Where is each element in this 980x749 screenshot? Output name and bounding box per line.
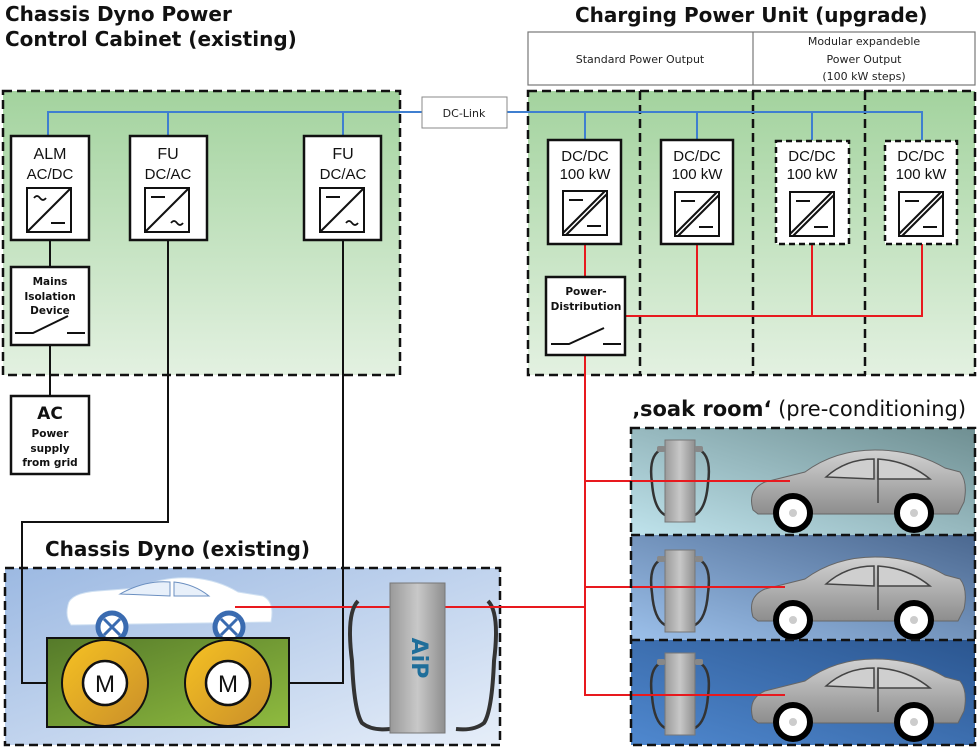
charging-unit-title: Charging Power Unit (upgrade)	[575, 3, 927, 27]
mains-line1: Mains	[33, 276, 68, 288]
converter-type: DC/DC	[673, 148, 721, 165]
converter-type: DC/DC	[897, 148, 945, 165]
modular-output-line3: (100 kW steps)	[822, 70, 905, 83]
dyno-charger: AiP	[348, 582, 498, 734]
cabinet-title-line1: Chassis Dyno Power	[5, 2, 232, 26]
converter-power: 100 kW	[896, 166, 948, 183]
dc-dc-symbol-icon	[562, 190, 608, 236]
converter-power: 100 kW	[560, 166, 612, 183]
charger-logo: AiP	[406, 638, 431, 679]
output-header-table: Standard Power Output Modular expandeble…	[527, 31, 976, 86]
alm-label: ALM	[34, 146, 67, 163]
converter-type: DC/DC	[788, 148, 836, 165]
dcdc-converter-3-optional: DC/DC 100 kW	[774, 139, 851, 246]
fu2-label: FU	[332, 146, 353, 163]
soak-room-title-normal: (pre-conditioning)	[771, 397, 966, 421]
test-vehicle-white	[66, 577, 273, 644]
power-distribution-line2: Distribution	[551, 301, 622, 313]
fu1-label: FU	[157, 146, 178, 163]
mains-line2: Isolation	[24, 291, 75, 303]
fu-converter-1: FU DC/AC	[128, 134, 209, 242]
dcdc-converter-2: DC/DC 100 kW	[659, 138, 735, 246]
ac-line2: Power	[32, 428, 70, 440]
alm-converter: ALM AC/DC	[9, 134, 91, 242]
dc-dc-symbol-icon	[674, 191, 720, 237]
switch-icon	[15, 315, 85, 334]
converter-type: DC/DC	[561, 148, 609, 165]
dcdc-converter-4-optional: DC/DC 100 kW	[883, 139, 959, 246]
mains-line3: Device	[30, 305, 70, 317]
fu-converter-2: FU DC/AC	[302, 134, 383, 242]
dc-link-box: DC-Link	[421, 96, 508, 129]
dc-dc-symbol-icon	[789, 191, 835, 237]
ac-power-supply: AC Power supply from grid	[9, 394, 91, 476]
motor-2-label: M	[218, 671, 238, 698]
converter-power: 100 kW	[787, 166, 839, 183]
dc-dc-symbol-icon	[898, 191, 944, 237]
dyno-motor-unit: M M	[46, 637, 290, 728]
ac-line3: supply	[30, 443, 69, 455]
cabinet-title-line2: Control Cabinet (existing)	[5, 27, 297, 51]
modular-output-line1: Modular expandeble	[808, 35, 921, 48]
converter-power: 100 kW	[672, 166, 724, 183]
mains-isolation-device: Mains Isolation Device	[9, 265, 91, 347]
ac-line4: from grid	[22, 457, 77, 469]
chassis-dyno-title: Chassis Dyno (existing)	[45, 537, 310, 561]
soak-room-title: ‚soak room‘ (pre-conditioning)	[632, 397, 966, 421]
soak-room	[629, 426, 977, 747]
alm-type: AC/DC	[27, 166, 74, 183]
fu1-type: DC/AC	[145, 166, 192, 183]
standard-output-label: Standard Power Output	[576, 53, 705, 66]
ac-label: AC	[37, 404, 63, 424]
switch-icon	[551, 327, 621, 345]
dc-link-label: DC-Link	[443, 107, 486, 120]
dcdc-converter-1: DC/DC 100 kW	[546, 138, 623, 246]
power-distribution-line1: Power-	[565, 286, 606, 298]
motor-1-label: M	[95, 671, 115, 698]
power-distribution: Power- Distribution	[544, 275, 627, 357]
dc-ac-symbol-icon	[144, 187, 190, 233]
ac-dc-symbol-icon	[26, 187, 72, 233]
soak-room-title-bold: ‚soak room‘	[632, 397, 771, 421]
fu2-type: DC/AC	[320, 166, 367, 183]
dc-ac-symbol-icon	[319, 187, 365, 233]
modular-output-line2: Power Output	[827, 53, 903, 66]
